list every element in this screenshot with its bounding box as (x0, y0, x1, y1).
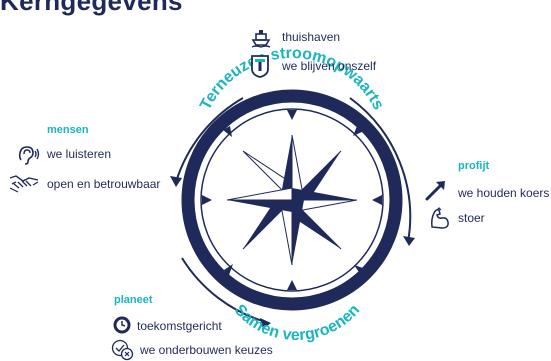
compass-inner-ring (200, 108, 384, 292)
profijt-label-2: stoer (458, 211, 485, 225)
mensen-title: mensen (47, 124, 89, 136)
compass-star (226, 134, 358, 266)
top-item-label-1: thuishaven (282, 30, 341, 44)
ear-icon (18, 146, 40, 165)
outer-cycle-arrows (175, 97, 412, 323)
planeet-title: planeet (114, 294, 153, 306)
top-arc-text: Terneuzen stroomopwaarts (197, 45, 387, 113)
profijt-title: profijt (458, 160, 490, 172)
mensen-label-1: we luisteren (47, 147, 112, 161)
page-heading: Kerngegevens (0, 0, 183, 16)
ship-icon (251, 30, 271, 48)
handshake-icon (9, 175, 39, 193)
flexed-arm-icon (431, 207, 449, 229)
ring-ticks (202, 110, 382, 290)
clock-icon (113, 316, 131, 334)
terneuzen-logo-icon (251, 55, 269, 78)
profijt-label-1: we houden koers (458, 186, 550, 200)
mensen-label-2: open en betrouwbaar (47, 177, 161, 191)
planeet-label-2: we onderbouwen keuzes (140, 343, 273, 357)
top-item-label-2: we blijven onszelf (282, 59, 377, 73)
compass-ring (181, 89, 403, 311)
check-cross-icon (111, 339, 134, 361)
outer-cycle-arrowheads (170, 176, 415, 329)
arrow-up-right-icon (425, 181, 445, 201)
planeet-label-1: toekomstgericht (137, 319, 222, 333)
